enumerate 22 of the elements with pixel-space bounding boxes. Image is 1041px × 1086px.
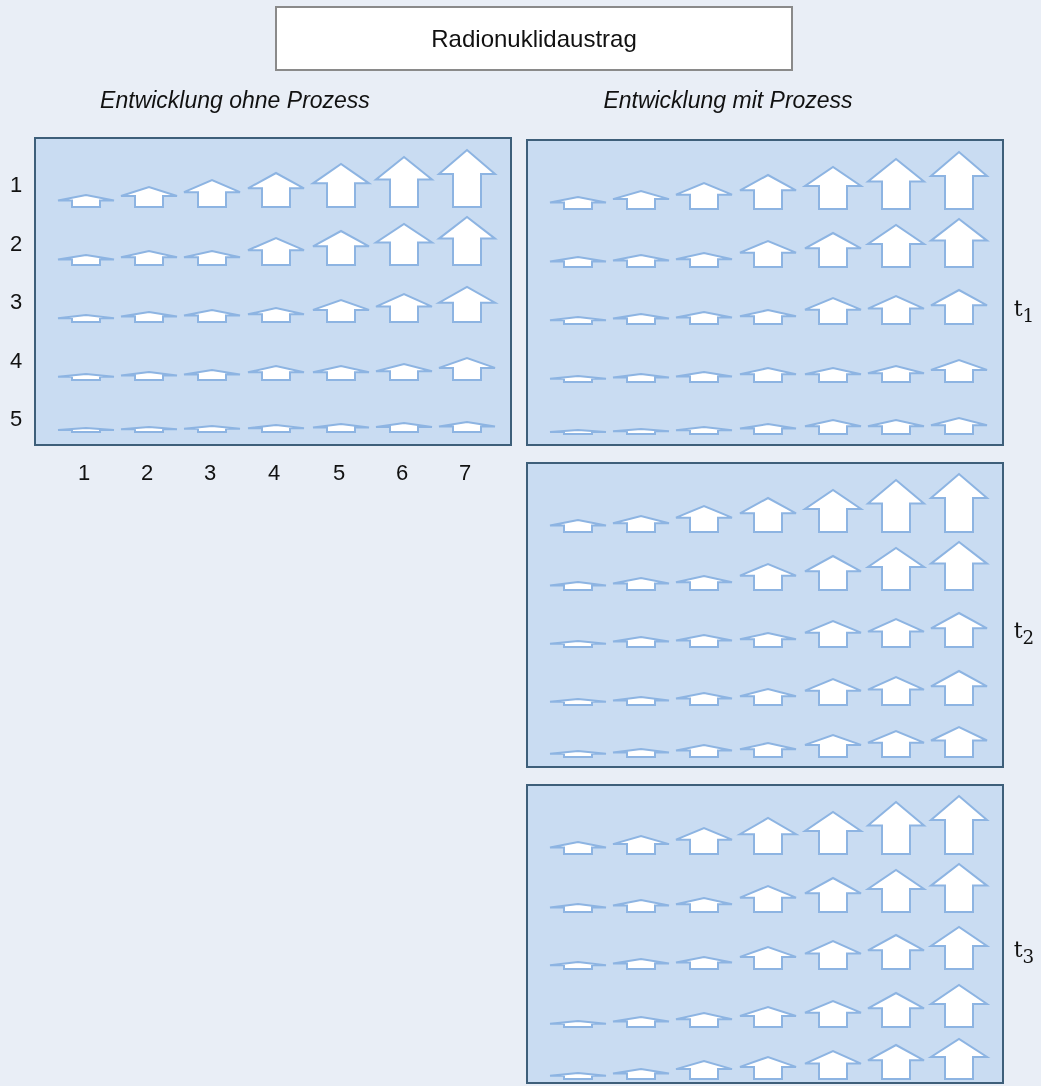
column-number: 7 xyxy=(458,460,472,486)
time-label: t$_{1}$ xyxy=(1013,295,1035,326)
column-number: 6 xyxy=(395,460,409,486)
column-number: 4 xyxy=(267,460,281,486)
heading: Entwicklung mit Prozess xyxy=(603,86,853,114)
column-number: 1 xyxy=(77,460,91,486)
title-box: Radionuklidaustrag xyxy=(275,6,793,71)
arrow-grid-panel xyxy=(526,462,1004,768)
row-number: 5 xyxy=(9,406,23,432)
row-number: 3 xyxy=(9,289,23,315)
arrow-grid-panel xyxy=(526,139,1004,446)
arrow-grid-panel xyxy=(526,784,1004,1084)
column-number: 3 xyxy=(203,460,217,486)
time-label: t$_{2}$ xyxy=(1013,618,1035,648)
heading: Entwicklung ohne Prozess xyxy=(100,86,370,114)
arrow-grid-panel xyxy=(34,137,512,446)
row-number: 4 xyxy=(9,348,23,374)
row-number: 2 xyxy=(9,231,23,257)
column-number: 5 xyxy=(332,460,346,486)
row-number: 1 xyxy=(9,172,23,198)
column-number: 2 xyxy=(140,460,154,486)
time-label: t$_{3}$ xyxy=(1013,937,1035,967)
